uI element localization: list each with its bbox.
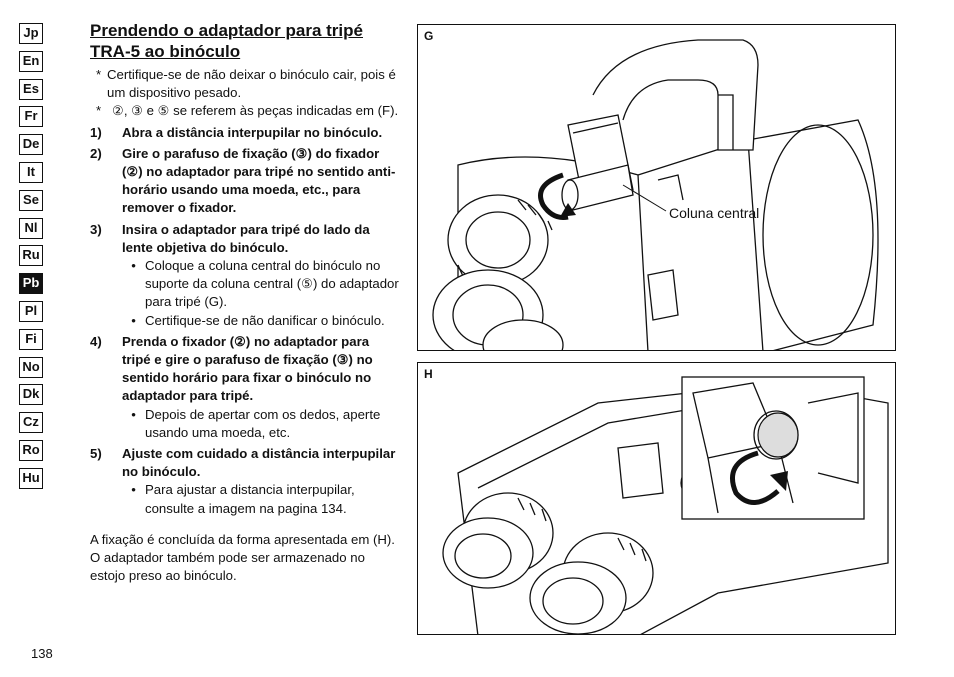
step-bullet: • Para ajustar a distancia interpupilar, … [90, 481, 400, 517]
step-bullet: • Coloque a coluna central do binóculo no… [90, 257, 400, 312]
step-text: Prenda o fixador (②) no adaptador para t… [122, 333, 373, 404]
language-tab-nl: Nl [19, 217, 43, 239]
bullet-text: Certifique-se de não danificar o binócul… [145, 312, 385, 328]
note-item: * Certifique-se de não deixar o binóculo … [90, 66, 400, 102]
step-number: 2) [90, 145, 102, 161]
bullet-text: Coloque a coluna central do binóculo no … [145, 258, 399, 310]
figure-h: H [417, 362, 896, 635]
note-text: ②, ③ e ⑤ se referem às peças indicadas e… [112, 103, 399, 119]
step-text: Abra a distância interpupilar no binócul… [122, 124, 383, 140]
figure-g: G Coluna central [417, 24, 896, 351]
note-text: Certifique-se de não deixar o binóculo c… [106, 67, 396, 101]
step-number: 3) [90, 221, 102, 237]
bullet-dot-icon: • [131, 312, 136, 328]
language-tab-pb: Pb [19, 273, 43, 295]
figure-h-illustration [442, 376, 889, 634]
figure-g-label: G [424, 29, 434, 43]
figure-h-label: H [424, 367, 433, 381]
note-item: * ②, ③ e ⑤ se referem às peças indicadas … [90, 102, 400, 120]
page-title: Prendendo o adaptador para tripé TRA-5 a… [90, 21, 363, 61]
steps-list: 1) Abra a distância interpupilar no binóc… [90, 124, 400, 518]
step-number: 4) [90, 333, 102, 349]
closing-paragraph: A fixação é concluída da forma apresenta… [90, 531, 395, 584]
language-tab-es: Es [19, 78, 43, 100]
bullet-dot-icon: • [131, 258, 136, 274]
language-tab-no: No [19, 356, 43, 378]
language-tab-hu: Hu [19, 467, 43, 489]
language-tab-ru: Ru [19, 245, 43, 267]
language-tab-en: En [19, 50, 43, 72]
language-tab-de: De [19, 134, 43, 156]
note-marker: * [96, 67, 102, 82]
bullet-text: Depois de apertar com os dedos, aperte u… [145, 406, 381, 440]
language-tab-fr: Fr [19, 106, 43, 128]
step-item: 5) Ajuste com cuidado a distância interpu… [90, 445, 400, 481]
language-tab-jp: Jp [19, 23, 43, 44]
step-text: Insira o adaptador para tripé do lado da… [122, 221, 370, 255]
language-tab-cz: Cz [19, 412, 43, 434]
language-tab-fi: Fi [19, 328, 43, 350]
language-tab-it: It [19, 161, 43, 183]
step-bullet: • Depois de apertar com os dedos, aperte … [90, 406, 400, 442]
step-text: Gire o parafuso de fixação (③) do fixado… [122, 145, 396, 216]
step-text: Ajuste com cuidado a distância interpupi… [122, 446, 396, 480]
step-number: 1) [90, 124, 102, 140]
bullet-dot-icon: • [131, 406, 136, 422]
step-item: 2) Gire o parafuso de fixação (③) do fixa… [90, 145, 400, 218]
language-tab-pl: Pl [19, 300, 43, 322]
language-tab-se: Se [19, 189, 43, 211]
callout-central-column: Coluna central [669, 205, 760, 221]
language-tab-ro: Ro [19, 439, 43, 461]
step-bullet: • Certifique-se de não danificar o binócu… [90, 312, 400, 330]
language-tab-dk: Dk [19, 384, 43, 406]
page-number: 138 [31, 646, 53, 661]
step-item: 3) Insira o adaptador para tripé do lado … [90, 221, 400, 257]
main-text: Prendendo o adaptador para tripé TRA-5 a… [90, 20, 400, 585]
step-item: 4) Prenda o fixador (②) no adaptador para… [90, 333, 400, 406]
step-item: 1) Abra a distância interpupilar no binóc… [90, 124, 400, 142]
notes-list: *Certifique-se de não deixar o binóculo … [90, 66, 400, 121]
bullet-text: Para ajustar a distancia interpupilar, c… [145, 482, 355, 516]
note-marker: * [96, 103, 102, 119]
figure-g-illustration [432, 39, 879, 350]
step-number: 5) [90, 446, 102, 462]
bullet-dot-icon: • [131, 482, 136, 498]
